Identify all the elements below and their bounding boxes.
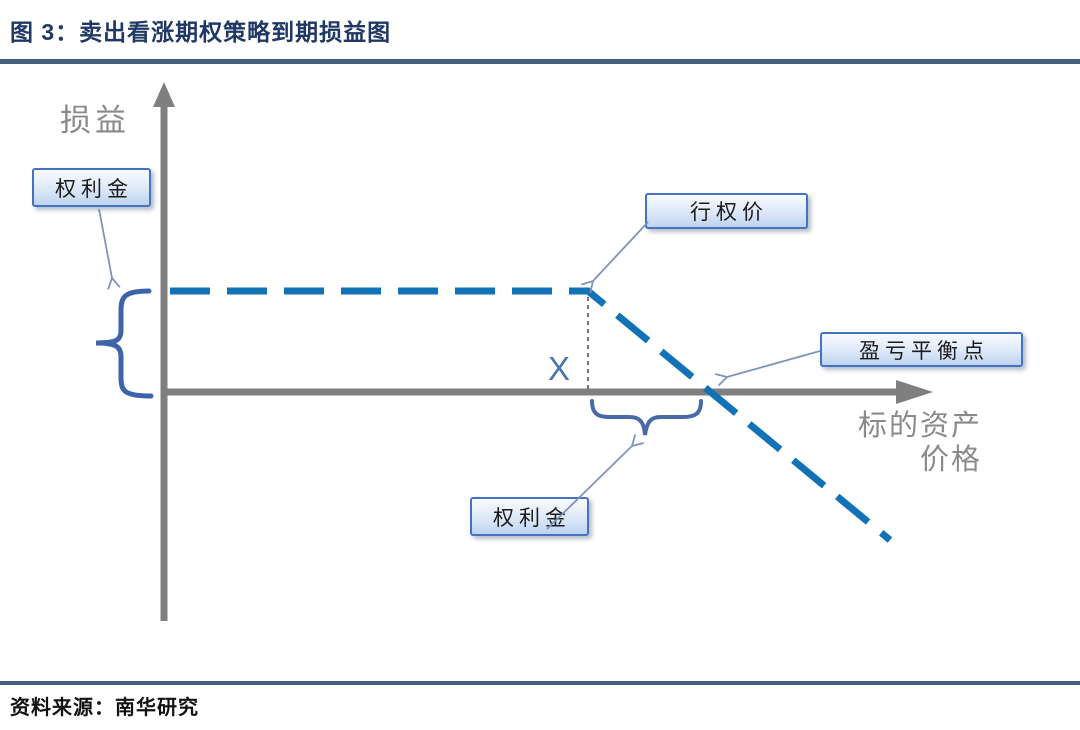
callout-premium-left-label: 权利金	[55, 177, 133, 201]
strike-arrow-icon	[581, 221, 649, 293]
callout-breakeven-point-label: 盈亏平衡点	[859, 339, 989, 363]
y-axis-arrowhead-icon	[153, 82, 175, 107]
source-note: 资料来源：南华研究	[10, 697, 199, 719]
title-underline	[0, 59, 1080, 64]
callout-premium-bottom: 权利金	[470, 497, 589, 536]
figure-title: 图 3：卖出看涨期权策略到期损益图	[10, 19, 392, 45]
footer-rule	[0, 681, 1080, 685]
breakeven-arrow-icon	[715, 350, 821, 387]
callout-strike-price-label: 行权价	[690, 201, 768, 224]
premium-brace-left	[95, 288, 154, 399]
callout-strike-price: 行权价	[645, 193, 808, 229]
x-axis-label-line2: 价格	[919, 444, 982, 476]
premium-brace-bottom	[590, 399, 703, 436]
y-axis-label: 损益	[60, 103, 130, 138]
premium-left-arrow-icon	[98, 208, 121, 290]
x-axis-label-line1: 标的资产	[857, 410, 982, 442]
strike-tick-label: X	[548, 350, 571, 387]
callout-premium-left: 权利金	[32, 168, 151, 207]
callout-premium-bottom-label: 权利金	[493, 506, 571, 530]
x-axis-label: 标的资产 价格	[836, 409, 982, 477]
x-axis-arrowhead-icon	[896, 380, 933, 404]
callout-breakeven-point: 盈亏平衡点	[820, 332, 1023, 367]
